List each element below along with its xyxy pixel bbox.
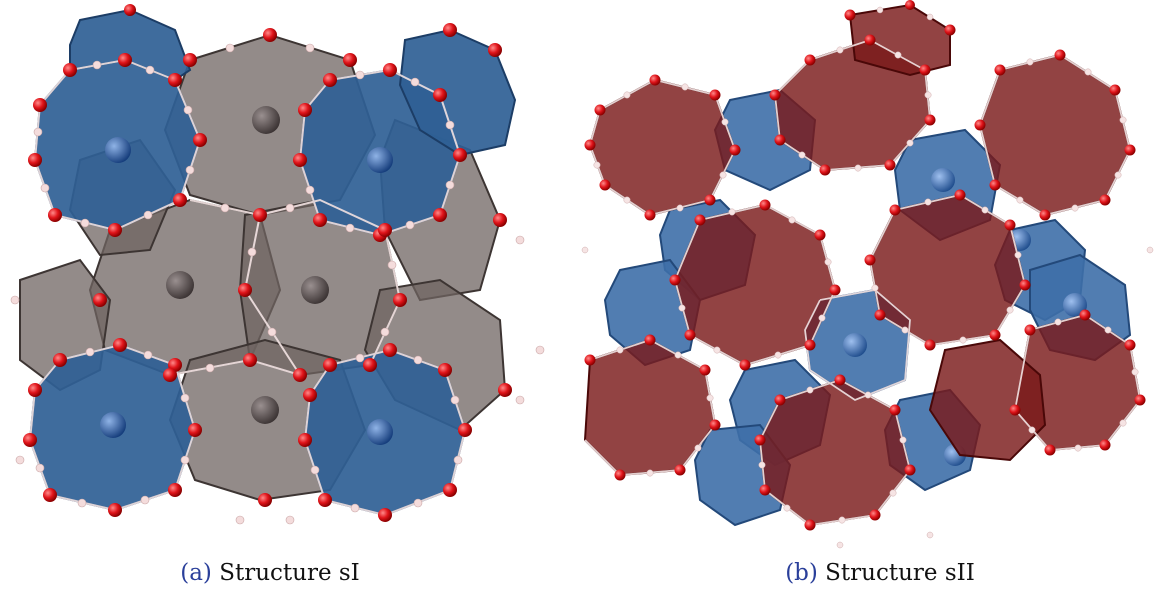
si-clathrate-render xyxy=(10,4,545,525)
caption-structure-sii: (b) Structure sII xyxy=(785,560,975,586)
large-cages-sii xyxy=(583,3,1142,527)
hydrogen-atoms-si xyxy=(10,43,545,525)
panel-structure-sii: (b) Structure sII xyxy=(580,0,1157,595)
hydrogen-atoms-sii xyxy=(581,6,1154,549)
sii-clathrate-render xyxy=(581,0,1154,549)
small-cage-guests-si xyxy=(100,137,393,445)
caption-tag-b: (b) xyxy=(785,560,818,586)
oxygen-atoms-si xyxy=(23,4,512,522)
large-cage-guests-si xyxy=(166,106,329,424)
small-cage-guests-sii xyxy=(843,168,1087,466)
caption-label-a: Structure sI xyxy=(219,560,360,586)
caption-tag-a: (a) xyxy=(180,560,212,586)
caption-structure-si: (a) Structure sI xyxy=(180,560,360,586)
caption-label-b: Structure sII xyxy=(825,560,975,586)
panel-structure-si: (a) Structure sI xyxy=(10,4,545,586)
oxygen-atoms-sii xyxy=(584,0,1146,531)
